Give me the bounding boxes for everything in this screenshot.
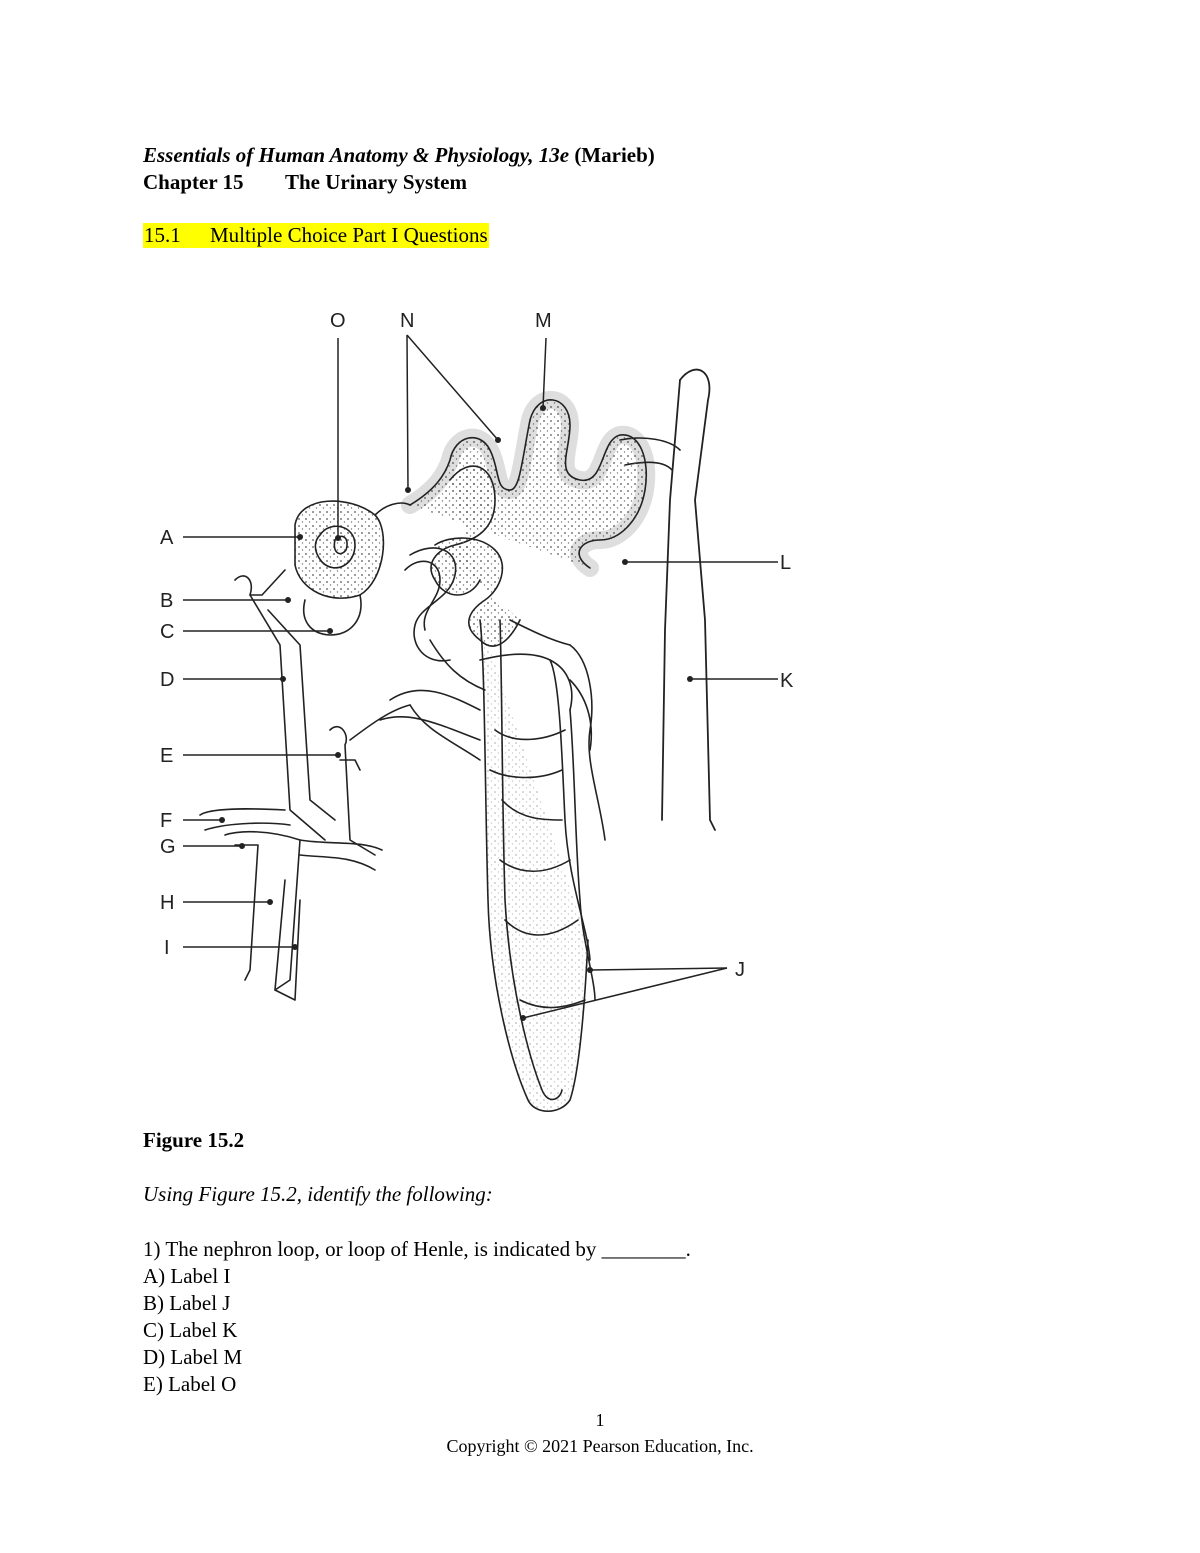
answer-choices: A) Label I B) Label J C) Label K D) Labe… [143,1263,242,1398]
nephron-diagram: A B C D E F G H I J K L M N O [160,310,794,1113]
label-l: L [780,552,791,574]
choice-a: A) Label I [143,1264,231,1288]
label-j: J [735,959,745,981]
choice-c: C) Label K [143,1318,238,1342]
book-title-italic: Essentials of Human Anatomy & Physiology… [143,143,570,167]
label-n: N [400,310,414,332]
chapter-heading: Chapter 15 The Urinary System [143,170,467,195]
figure-caption: Figure 15.2 [143,1128,245,1152]
section-heading: 15.1 Multiple Choice Part I Questions [143,223,489,248]
label-h: H [160,892,174,914]
nephron-figure: A B C D E F G H I J K L M N O [150,300,810,1130]
label-g: G [160,836,176,858]
question-text: 1) The nephron loop, or loop of Henle, i… [143,1237,691,1261]
label-e: E [160,745,173,767]
choice-d: D) Label M [143,1345,243,1369]
copyright-notice: Copyright © 2021 Pearson Education, Inc. [446,1436,754,1456]
chapter-number: Chapter 15 [143,170,244,194]
book-author: (Marieb) [569,143,655,167]
book-title: Essentials of Human Anatomy & Physiology… [143,143,655,168]
section-number: 15.1 [144,223,181,247]
page-number: 1 [595,1410,605,1430]
label-b: B [160,590,173,612]
label-d: D [160,669,174,691]
choice-e: E) Label O [143,1372,237,1396]
instructions: Using Figure 15.2, identify the followin… [143,1182,493,1206]
chapter-title: The Urinary System [285,170,467,194]
label-a: A [160,527,174,549]
label-f: F [160,810,172,832]
section-title: Multiple Choice Part I Questions [210,223,488,247]
label-k: K [780,670,794,692]
choice-b: B) Label J [143,1291,231,1315]
label-c: C [160,621,174,643]
label-o: O [330,310,346,332]
label-m: M [535,310,552,332]
label-i: I [164,937,170,959]
